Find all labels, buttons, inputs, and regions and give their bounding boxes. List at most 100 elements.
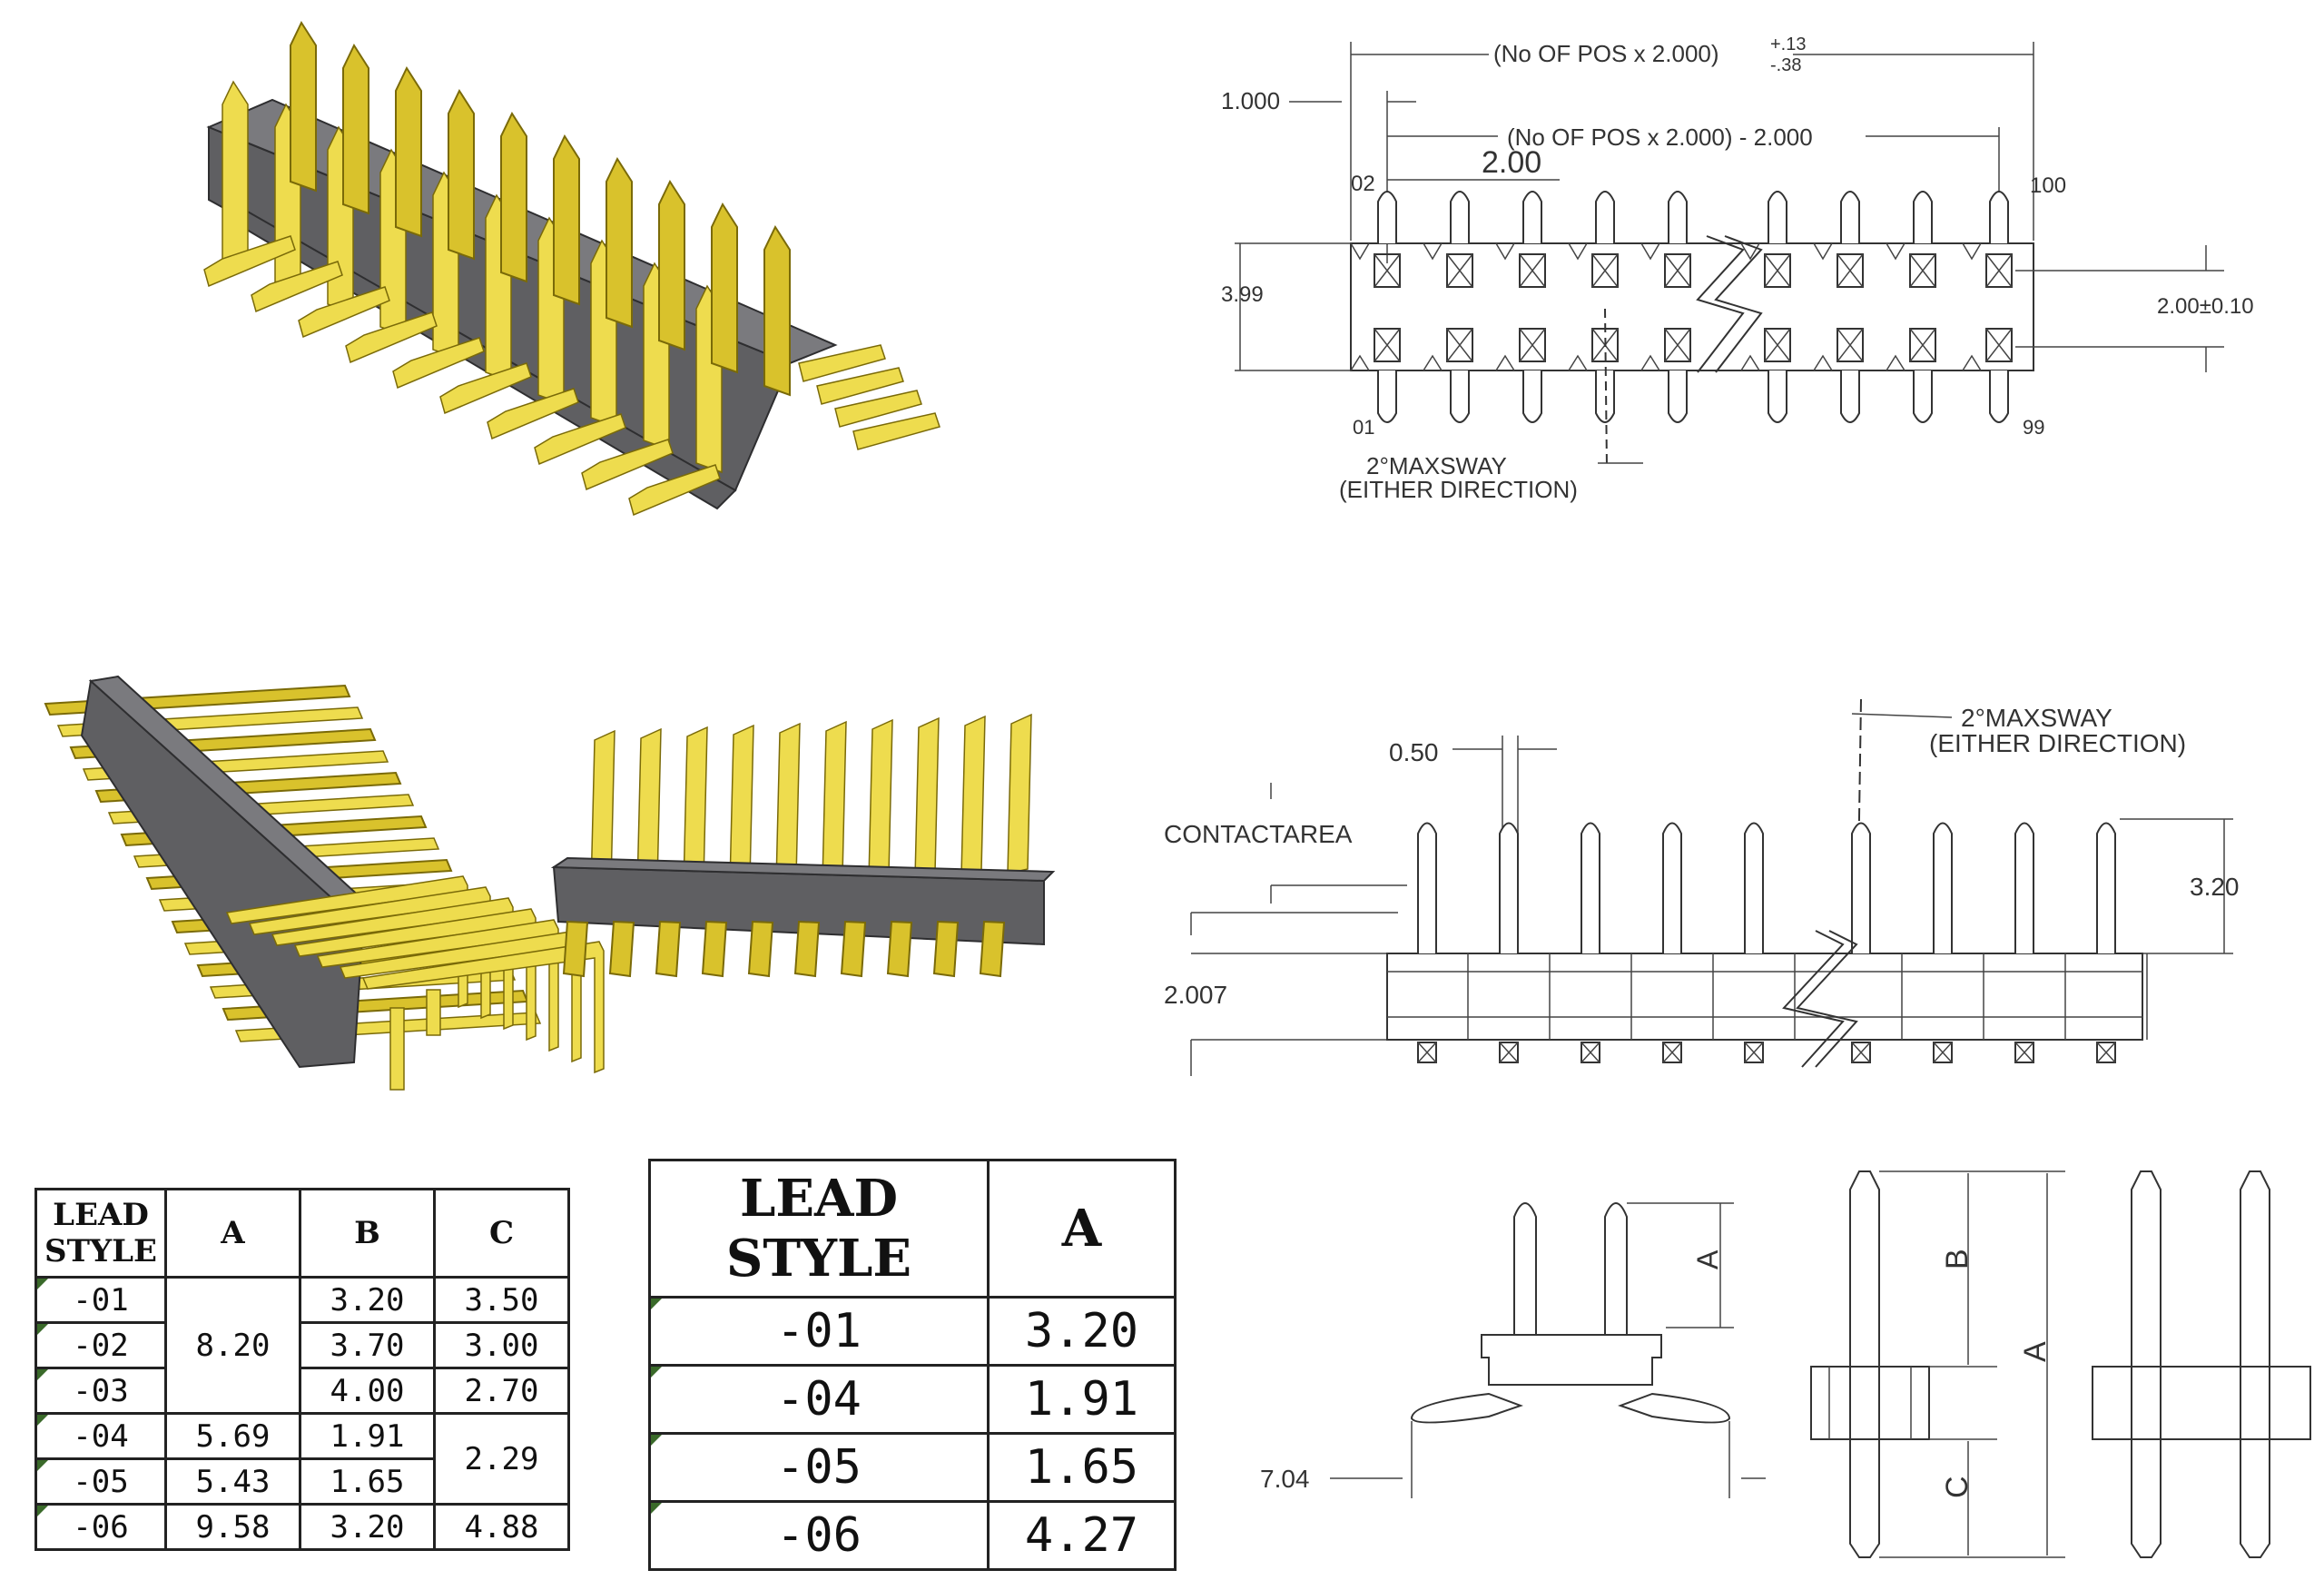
pin-shape <box>914 716 940 878</box>
a-value-cell: 4.27 <box>986 1500 1177 1571</box>
b-value-cell: 1.91 <box>299 1412 436 1460</box>
body-width-label: 3.99 <box>1221 282 1264 307</box>
pin-shape <box>840 920 867 978</box>
pin-tail <box>1417 1042 1437 1063</box>
overall-tol-minus: -.38 <box>1770 55 1801 75</box>
pin-pad <box>1837 328 1864 362</box>
pin-top <box>1768 191 1787 243</box>
pin-cross <box>1446 253 1473 362</box>
pin-shape <box>822 720 847 882</box>
end-view-smt: A 7.04 <box>1260 1202 1766 1498</box>
pin-cross <box>1581 1042 1600 1063</box>
pin-cross <box>1417 1042 1437 1063</box>
a-value-cell: 3.20 <box>986 1296 1177 1367</box>
end-view-b-label: B <box>1940 1249 1974 1269</box>
pin-width-label: 0.50 <box>1389 738 1439 766</box>
pin-cross <box>1374 253 1401 362</box>
pin-pad <box>1374 328 1401 362</box>
pin-shape <box>701 920 728 978</box>
pin-pad <box>1519 253 1546 288</box>
pin-shape <box>608 920 635 978</box>
pin-pad <box>1837 253 1864 288</box>
tail-shape <box>298 286 390 339</box>
pin-shape <box>711 202 738 374</box>
pin-contact <box>2096 822 2116 953</box>
side-view-drawing: 0.50 2°MAXSWAY (EITHER DIRECTION) CONTAC… <box>1164 698 2240 1076</box>
top-view-drawing: (No OF POS x 2.000) +.13 -.38 1.000 (No … <box>1221 35 2254 503</box>
pin-shape <box>763 224 791 397</box>
pin-cross <box>1933 1042 1953 1063</box>
table-row: -02 3.70 3.00 <box>34 1321 570 1369</box>
pin-top <box>1840 191 1860 243</box>
c-value-cell: 3.00 <box>433 1321 570 1369</box>
render-smt-dual-row-header <box>203 20 940 517</box>
overall-length-label: (No OF POS x 2.000) <box>1493 40 1719 67</box>
body-notch <box>1962 242 1982 371</box>
tail-shape <box>798 344 886 382</box>
position-01-label: 01 <box>1353 416 1374 439</box>
position-99-label: 99 <box>2023 416 2044 439</box>
header-a: A <box>986 1159 1177 1299</box>
pin-top <box>1595 191 1615 243</box>
pin-shape <box>290 20 317 193</box>
pin-tail <box>1851 1042 1871 1063</box>
leg-shape <box>271 897 514 1031</box>
position-100-label: 100 <box>2030 173 2066 198</box>
pin-cross <box>1662 1042 1682 1063</box>
pin-pad <box>1519 328 1546 362</box>
end-view-a-label: A <box>1691 1249 1724 1269</box>
body-notch <box>1813 242 1833 371</box>
end-view-dimensioned: B C A <box>1810 1170 2065 1558</box>
pin-cross <box>2014 1042 2034 1063</box>
lead-style-cell: -05 <box>34 1457 167 1506</box>
pin-shape <box>793 920 821 978</box>
pin-shape <box>655 920 682 978</box>
pin-shape <box>658 179 685 351</box>
pin-cross <box>1519 253 1546 362</box>
header-lead-style: LEAD STYLE <box>648 1159 990 1299</box>
body-notch <box>1350 242 1370 371</box>
side-sway-label-2: (EITHER DIRECTION) <box>1929 729 2186 757</box>
c-value-cell: 4.88 <box>433 1503 570 1551</box>
b-value-cell: 3.20 <box>299 1276 436 1324</box>
tail-shape <box>392 337 485 390</box>
pin-shape <box>932 920 960 978</box>
body-notch <box>1640 242 1660 371</box>
pin-shape <box>395 65 422 238</box>
pin-pad <box>1764 253 1791 288</box>
contact-area-label: CONTACTAREA <box>1164 820 1353 848</box>
pin-shape <box>222 80 249 270</box>
pin-shape <box>747 920 774 978</box>
lead-style-cell: -01 <box>34 1276 167 1324</box>
pin-bottom <box>1450 370 1470 423</box>
lead-style-cell: -02 <box>34 1321 167 1369</box>
pin-contact <box>1851 822 1871 953</box>
pin-pad <box>1985 253 2013 288</box>
lead-style-cell: -04 <box>648 1364 990 1435</box>
pin-pad <box>1909 253 1936 288</box>
pin-cross <box>1764 253 1791 362</box>
b-value-cell: 1.65 <box>299 1457 436 1506</box>
pin-pad <box>1591 253 1619 288</box>
lead-style-cell: -04 <box>34 1412 167 1460</box>
overall-tol-plus: +.13 <box>1770 35 1806 54</box>
pin-tail <box>1933 1042 1953 1063</box>
leg-shape <box>293 908 537 1042</box>
pin-pad <box>1985 328 2013 362</box>
pin-tail <box>1662 1042 1682 1063</box>
pin-cross <box>1744 1042 1764 1063</box>
c-value-cell: 2.29 <box>433 1412 570 1506</box>
end-view-a2-label: A <box>2018 1341 2053 1362</box>
header-c: C <box>433 1188 570 1279</box>
body-notch <box>1886 242 1905 371</box>
pin-shape <box>775 722 801 884</box>
table-row: -03 4.00 2.70 <box>34 1367 570 1415</box>
pin-contact <box>1417 822 1437 953</box>
pin-top <box>1377 191 1397 243</box>
table-row: -01 3.20 <box>648 1296 1177 1367</box>
lead-style-table-a: LEAD STYLE A -01 3.20 -04 1.91 -05 1.65 … <box>648 1159 1177 1571</box>
pin-top <box>1668 191 1688 243</box>
pin-shape <box>960 715 986 876</box>
tail-shape <box>628 464 721 517</box>
pin-contact <box>1662 822 1682 953</box>
